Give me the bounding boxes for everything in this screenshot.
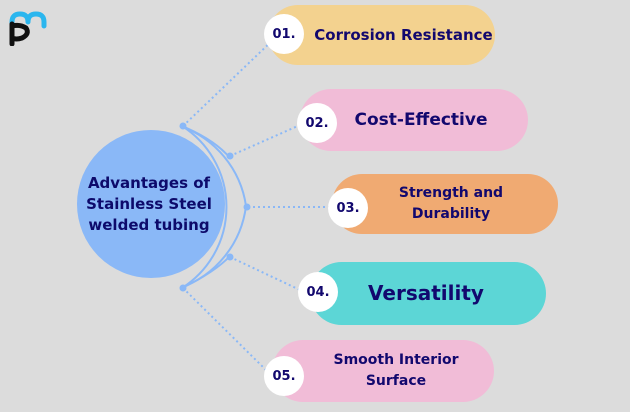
hub-title: Advantages of Stainless Steel welded tub… <box>86 173 212 234</box>
item-versatility: Versatility <box>310 262 546 325</box>
item-smooth-interior-surface: Smooth Interior Surface <box>272 340 494 402</box>
item-corrosion-resistance: Corrosion Resistance <box>268 5 495 65</box>
item-label: Versatility <box>368 281 484 305</box>
item-label: Smooth Interior Surface <box>333 352 459 389</box>
item-number-badge: 03. <box>328 188 368 228</box>
item-number-badge: 04. <box>298 272 338 312</box>
item-number-badge: 01. <box>264 14 304 54</box>
item-label: Cost-Effective <box>354 109 488 130</box>
item-strength-durability: Strength and Durability <box>332 174 558 234</box>
pm-logo-icon <box>9 11 47 46</box>
item-number-badge: 05. <box>264 356 304 396</box>
item-label: Corrosion Resistance <box>314 25 493 44</box>
item-number-badge: 02. <box>297 103 337 143</box>
item-label: Strength and Durability <box>398 185 504 222</box>
hub-circle: Advantages of Stainless Steel welded tub… <box>77 130 225 278</box>
item-cost-effective: Cost-Effective <box>300 89 528 151</box>
